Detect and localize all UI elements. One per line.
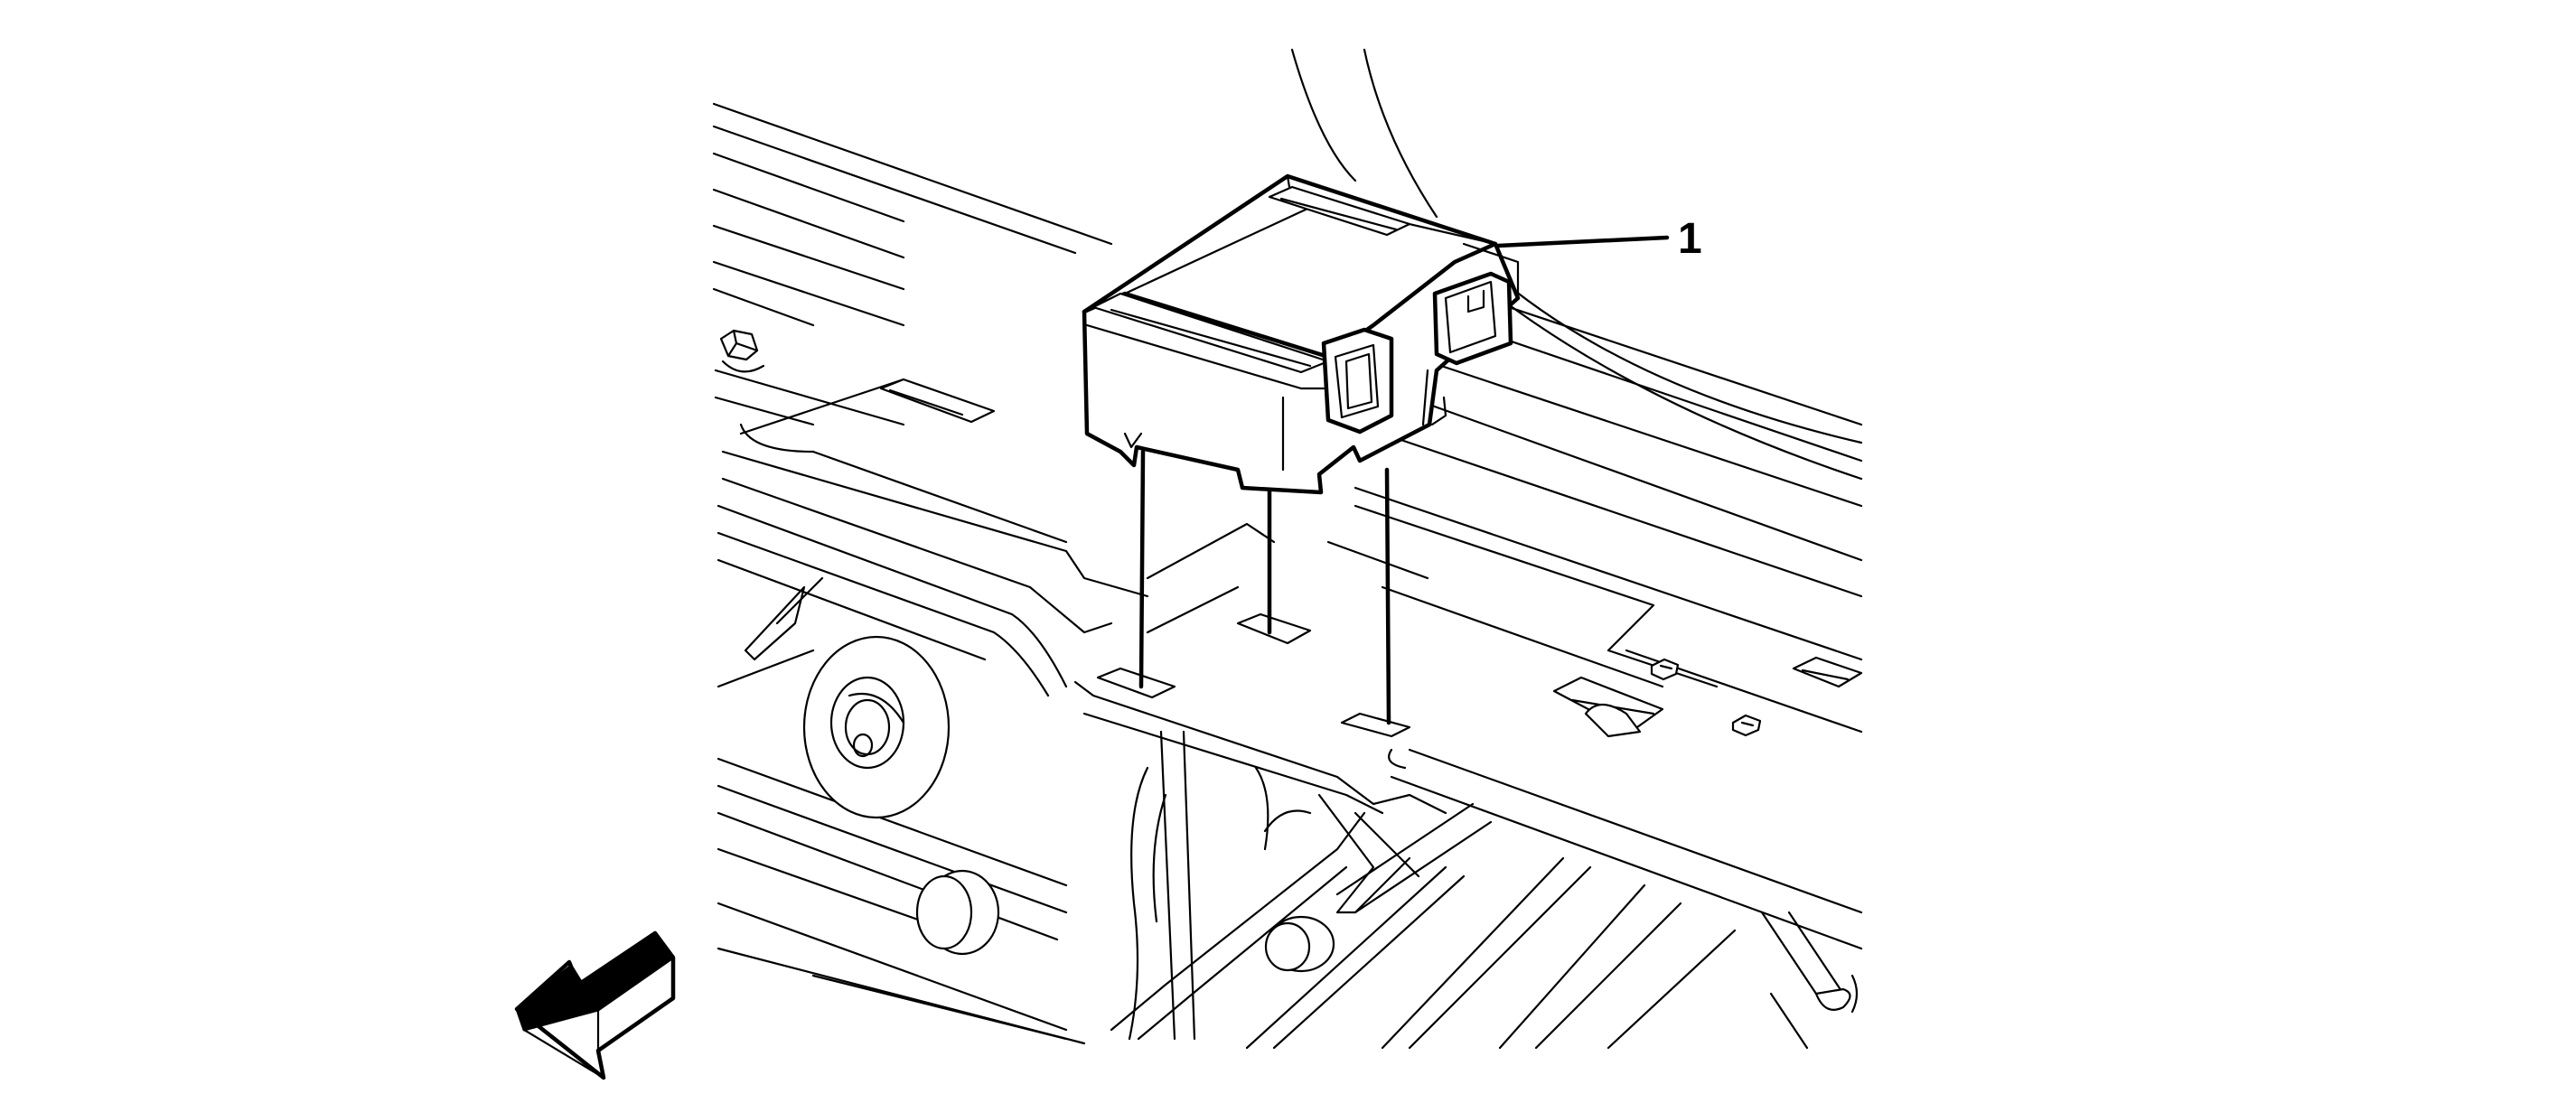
module-assembly <box>1082 173 1521 725</box>
callout-1: 1 <box>1495 215 1702 263</box>
module-body <box>1082 173 1521 495</box>
leader-line <box>1495 235 1670 248</box>
callout-label: 1 <box>1678 215 1702 263</box>
floor-panel-structure <box>712 48 1863 1050</box>
connector-front <box>1321 327 1394 435</box>
stud-line-left <box>1138 449 1146 689</box>
front-direction-arrow-icon <box>514 930 676 1080</box>
stud-line-right <box>1384 467 1391 725</box>
